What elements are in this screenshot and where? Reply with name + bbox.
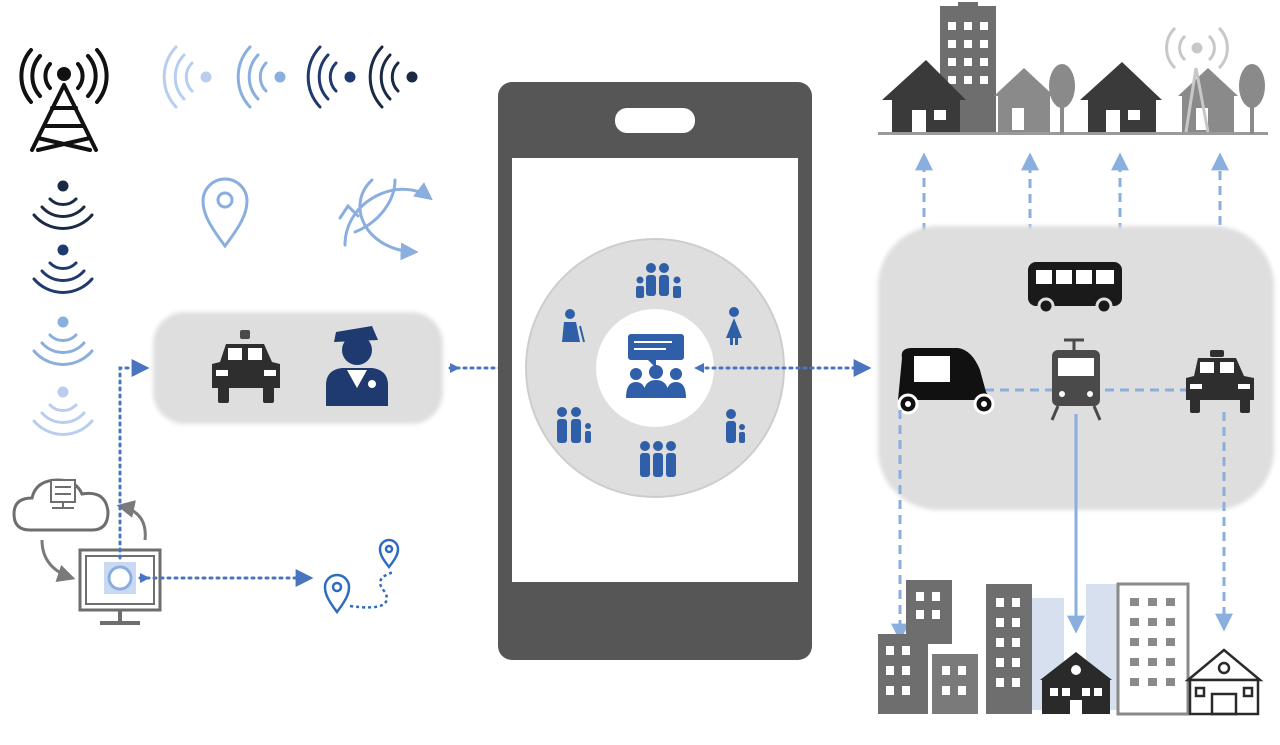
police-car-icon [212, 330, 280, 403]
police-officer-icon [326, 326, 388, 406]
town-hall-icon [1184, 648, 1264, 716]
group-icon [640, 441, 676, 477]
route-arrows-icon [338, 178, 433, 261]
school-icon [1040, 652, 1112, 714]
arrow-head [450, 363, 460, 373]
family-icon [636, 263, 681, 298]
emergency-panel [153, 312, 443, 424]
route-pins-icon [323, 538, 400, 615]
arrow-head [694, 363, 704, 373]
tram-icon [1050, 338, 1102, 421]
location-pin-icon [201, 177, 249, 249]
wifi-signal-icon [162, 45, 418, 109]
parent-child-icon [726, 409, 745, 443]
broadcast-icon [1165, 26, 1229, 133]
arrow-head [140, 573, 150, 583]
down-connectors [891, 410, 1233, 642]
wifi-signal-icon [32, 180, 94, 436]
auto-rickshaw-icon [897, 348, 995, 415]
city-buildings-icon [878, 580, 1190, 716]
sync-arrow [40, 539, 76, 582]
houses-icon [878, 60, 1268, 135]
taxi-icon [1186, 350, 1254, 413]
cloud-server-icon [12, 478, 110, 532]
elderly-person-icon [562, 309, 585, 343]
woman-icon [726, 307, 742, 345]
community-chat-icon [626, 334, 686, 398]
bus-icon [1028, 262, 1122, 315]
monitor-icon [78, 548, 162, 625]
cell-tower-icon [19, 48, 109, 152]
couple-icon [557, 407, 591, 443]
sync-arrow [116, 500, 147, 541]
trees-icon [1049, 64, 1265, 134]
